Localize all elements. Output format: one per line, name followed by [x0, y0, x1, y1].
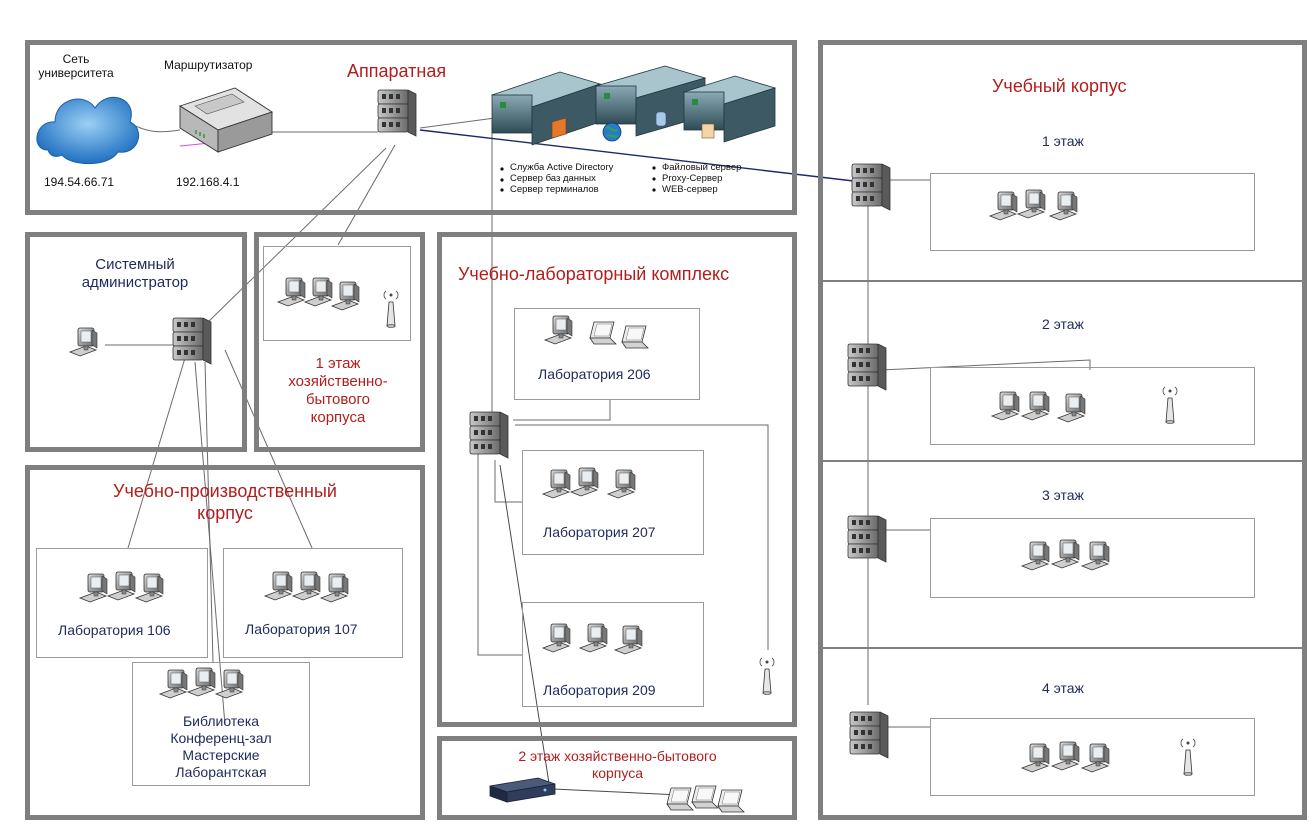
uplink-cable-floor2: [499, 464, 551, 791]
server-room-frame: [25, 40, 797, 215]
service-item: Сервер баз данных: [510, 173, 596, 184]
floor-divider: [823, 647, 1302, 649]
household-floor2-frame: [437, 736, 797, 820]
router-icon: [178, 87, 274, 153]
production-title: Учебно-производственный корпус: [113, 481, 337, 523]
sysadmin-title: Системный администратор: [81, 256, 189, 291]
lab-209-label: Лаборатория 209: [543, 682, 656, 698]
lab-107-box: [223, 548, 403, 658]
service-list-left: Служба Active Directory Сервер баз данны…: [510, 162, 613, 195]
network-label: Сеть университета: [38, 52, 114, 80]
lab-complex-frame: [437, 232, 797, 727]
service-item: Proxy-Сервер: [662, 173, 723, 184]
floor-divider: [823, 280, 1302, 282]
service-item: Файловый сервер: [662, 162, 742, 173]
lab-106-label: Лаборатория 106: [58, 622, 171, 638]
router-label: Маршрутизатор: [164, 58, 253, 72]
lab-207-box: [522, 450, 704, 555]
lab-107-label: Лаборатория 107: [245, 621, 358, 637]
floor1-label: 1 этаж: [1042, 133, 1084, 149]
ip-university: 194.54.66.71: [44, 175, 115, 189]
service-item: Сервер терминалов: [510, 184, 599, 195]
floor3-room-box: [930, 518, 1255, 598]
household-floor1-frame: [254, 232, 425, 452]
service-item: Служба Active Directory: [510, 162, 614, 173]
service-item: WEB-сервер: [662, 184, 718, 195]
floor2-label: 2 этаж: [1042, 316, 1084, 332]
floor4-room-box: [930, 718, 1255, 796]
lab-207-label: Лаборатория 207: [543, 524, 656, 540]
cloud-icon: [36, 96, 139, 165]
lab-complex-title: Учебно-лабораторный комплекс: [458, 264, 730, 284]
floor-divider: [823, 460, 1302, 462]
household-floor1-box: [263, 246, 411, 341]
household-floor1-title: 1 этаж хозяйственно- бытового корпуса: [288, 355, 388, 426]
ip-router: 192.168.4.1: [176, 175, 240, 189]
library-box: [132, 662, 310, 786]
uplink-cable: [419, 129, 863, 183]
floor2-room-box: [930, 367, 1255, 445]
lab-106-box: [36, 548, 208, 658]
academic-title: Учебный корпус: [992, 76, 1127, 96]
lab-206-box: [514, 308, 700, 400]
service-list-right: Файловый сервер Proxy-Сервер WEB-сервер: [662, 162, 741, 195]
household-floor2-title: 2 этаж хозяйственно-бытового корпуса: [518, 748, 717, 781]
floor1-room-box: [930, 173, 1255, 251]
service-bullets: [500, 166, 656, 192]
server-rack-icon: [682, 75, 777, 143]
production-building-frame: [25, 465, 425, 820]
lab-209-box: [522, 602, 704, 707]
modem-icon: [489, 777, 556, 803]
modem-cable: [552, 788, 681, 796]
server-rack-icon: [490, 71, 602, 146]
floor4-label: 4 этаж: [1042, 680, 1084, 696]
academic-building-frame: [818, 40, 1307, 820]
server-room-title: Аппаратная: [347, 61, 447, 81]
floor3-label: 3 этаж: [1042, 487, 1084, 503]
lab-206-label: Лаборатория 206: [538, 366, 651, 382]
library-label: Библиотека Конференц-зал Мастерские Лабо…: [170, 713, 272, 780]
sysadmin-frame: [25, 232, 247, 452]
